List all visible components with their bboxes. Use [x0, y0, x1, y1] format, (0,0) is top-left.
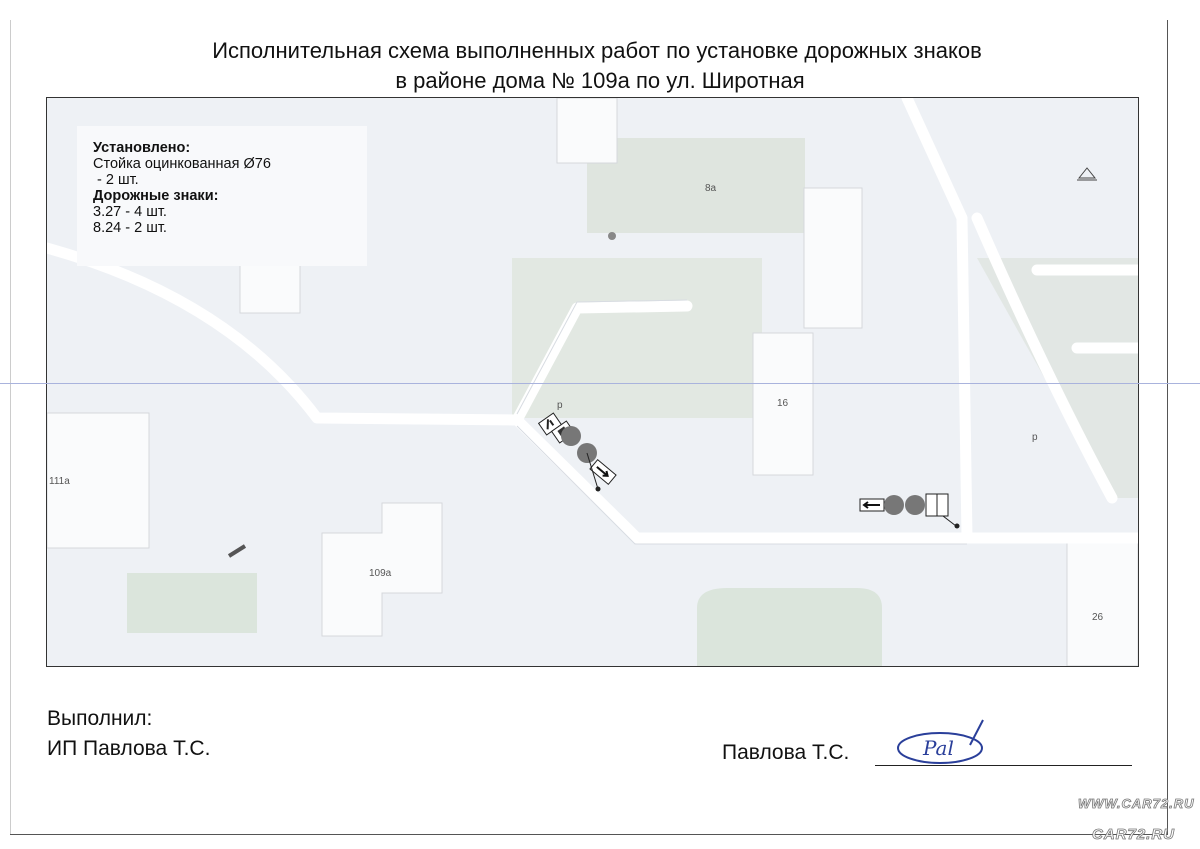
parking-label-1: р: [557, 400, 563, 411]
road-edges: [516, 299, 967, 545]
post-icon: [954, 523, 960, 529]
parking-label-2: р: [1032, 432, 1038, 443]
performer-name: ИП Павлова Т.С.: [47, 737, 211, 760]
performed-by-label: Выполнил:: [47, 707, 153, 730]
poi-icon: [608, 232, 616, 240]
post-pointer: [942, 515, 957, 527]
legend-installed-heading: Установлено:: [93, 140, 191, 156]
green-area: [512, 258, 762, 418]
sign-arrow-plate-icon: [589, 458, 617, 486]
document-title-line2: в районе дома № 109а по ул. Широтная: [395, 68, 805, 93]
legend-signs-heading: Дорожные знаки:: [93, 188, 219, 204]
building-label-26: 26: [1092, 612, 1104, 623]
watermark-logo: CAR72.RU: [1092, 826, 1176, 844]
map-drawing: 8а 16 111а 109а 26 р р: [47, 98, 1138, 666]
green-area-3: [697, 588, 882, 666]
building-label-109a: 109а: [369, 568, 392, 579]
legend-sign-3-27: 3.27 - 4 шт.: [93, 204, 167, 220]
site-map: 8а 16 111а 109а 26 р р Уст: [46, 97, 1139, 667]
landmark-icon: [1077, 167, 1097, 181]
post-icon: [595, 486, 601, 492]
building-label-8a: 8а: [705, 183, 717, 194]
legend-post-qty: - 2 шт.: [93, 172, 139, 188]
area-right: [977, 258, 1138, 498]
page-border-bottom: [10, 834, 1167, 835]
page-border-right: [1167, 20, 1168, 835]
document-title-line1: Исполнительная схема выполненных работ п…: [212, 38, 982, 63]
area-8a: [587, 138, 805, 233]
installed-legend: Установлено: Стойка оцинкованная Ø76 - 2…: [77, 126, 367, 266]
signature-mark: Pal: [922, 736, 954, 760]
buildings: [47, 98, 1138, 666]
watermark-url: WWW.CAR72.RU: [1078, 796, 1195, 812]
post-pointer: [586, 452, 599, 490]
handwritten-signature: Pal: [897, 719, 984, 764]
sign-3-27-icon: [561, 426, 581, 446]
signature-loop: [897, 732, 983, 764]
signature-name: Павлова Т.С.: [722, 741, 850, 764]
building-label-16: 16: [777, 398, 789, 409]
signature-line: [875, 765, 1132, 766]
building-label-111a: 111а: [49, 476, 70, 487]
legend-sign-8-24: 8.24 - 2 шт.: [93, 220, 167, 236]
page-border-left: [10, 20, 11, 835]
sign-group-right: [859, 493, 960, 529]
signature-flourish: [969, 719, 984, 746]
sign-8-24-icon: [936, 493, 949, 517]
sign-3-27-icon: [905, 495, 925, 515]
sign-8-24-icon: [925, 493, 938, 517]
sign-3-27-icon: [884, 495, 904, 515]
sport-icon: [227, 544, 247, 558]
sign-group-left: [537, 412, 617, 492]
scan-artifact-line: [0, 383, 1200, 384]
green-area-2: [127, 573, 257, 633]
legend-post-item: Стойка оцинкованная Ø76: [93, 156, 271, 172]
